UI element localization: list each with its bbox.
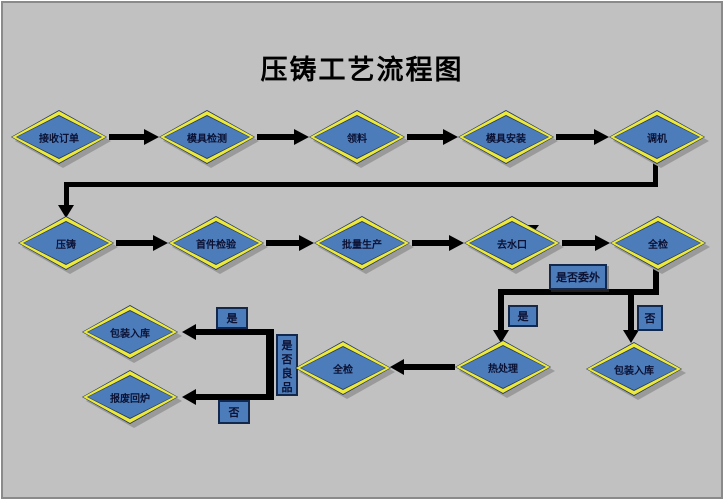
node-batch-produce: 批量生产	[314, 216, 410, 270]
node-label: 包装入库	[614, 365, 654, 377]
connector-line	[628, 295, 634, 331]
arrowhead-right-icon	[294, 129, 309, 145]
node-label: 接收订单	[39, 133, 79, 145]
node-label: 调机	[647, 133, 667, 145]
node-pick-material: 领料	[309, 110, 405, 164]
node-receive-order: 接收订单	[11, 110, 107, 164]
node-heat-treat: 热处理	[455, 340, 551, 394]
connector-line	[64, 182, 69, 205]
connector-line	[266, 329, 274, 400]
node-first-inspect: 首件检验	[168, 216, 264, 270]
node-mold-install: 模具安装	[458, 110, 554, 164]
node-scrap-remelt: 报废回炉	[82, 370, 178, 424]
arrow-line	[109, 134, 145, 140]
arrow-line	[266, 240, 300, 246]
node-die-cast: 压铸	[18, 216, 114, 270]
arrow-line	[404, 364, 455, 370]
branch-no-good: 否	[218, 400, 250, 424]
arrowhead-right-icon	[594, 129, 609, 145]
arrowhead-right-icon	[449, 235, 464, 251]
decision-good-product: 是否良品	[276, 334, 298, 396]
arrow-line	[412, 240, 450, 246]
decision-outsource: 是否委外	[549, 264, 607, 290]
arrow-line	[196, 329, 266, 335]
node-degate: 去水口	[464, 216, 560, 270]
node-label: 首件检验	[196, 239, 236, 251]
connector-line	[653, 163, 658, 187]
node-full-inspect-2: 全检	[295, 341, 391, 395]
node-label: 领料	[347, 133, 367, 145]
page-title: 压铸工艺流程图	[260, 55, 464, 85]
node-label: 批量生产	[342, 239, 382, 251]
node-label: 全检	[648, 239, 668, 251]
connector-line	[498, 289, 659, 295]
arrow-line	[116, 240, 154, 246]
arrow-line	[562, 240, 596, 246]
node-pack-store-right: 包装入库	[586, 342, 682, 396]
node-label: 包装入库	[110, 328, 150, 340]
node-label: 报废回炉	[110, 393, 150, 405]
node-label: 全检	[333, 364, 353, 376]
arrowhead-right-icon	[299, 235, 314, 251]
connector-line	[653, 269, 659, 295]
node-pack-store-left: 包装入库	[82, 305, 178, 359]
node-label: 压铸	[56, 239, 76, 251]
node-label: 热处理	[488, 363, 518, 375]
branch-yes-outsource: 是	[508, 305, 538, 327]
node-label: 模具安装	[486, 133, 526, 145]
arrowhead-down-icon	[58, 205, 74, 218]
node-full-inspect-1: 全检	[610, 216, 706, 270]
arrow-line	[196, 394, 266, 400]
connector-line	[498, 295, 504, 331]
branch-yes-good: 是	[216, 307, 248, 329]
arrowhead-right-icon	[595, 235, 610, 251]
connector-line	[64, 182, 658, 187]
arrowhead-right-icon	[144, 129, 159, 145]
node-mold-test: 模具检测	[159, 110, 255, 164]
arrow-line	[257, 134, 295, 140]
arrowhead-right-icon	[443, 129, 458, 145]
node-machine-tune: 调机	[609, 110, 705, 164]
node-label: 模具检测	[187, 133, 227, 145]
arrowhead-left-icon	[390, 359, 404, 375]
branch-no-outsource: 否	[637, 305, 663, 331]
arrow-line	[407, 134, 444, 140]
arrowhead-left-icon	[182, 389, 196, 405]
node-label: 去水口	[497, 239, 527, 251]
arrow-line	[556, 134, 595, 140]
arrowhead-down-icon	[623, 330, 639, 343]
arrowhead-left-icon	[182, 324, 196, 340]
arrowhead-right-icon	[153, 235, 168, 251]
